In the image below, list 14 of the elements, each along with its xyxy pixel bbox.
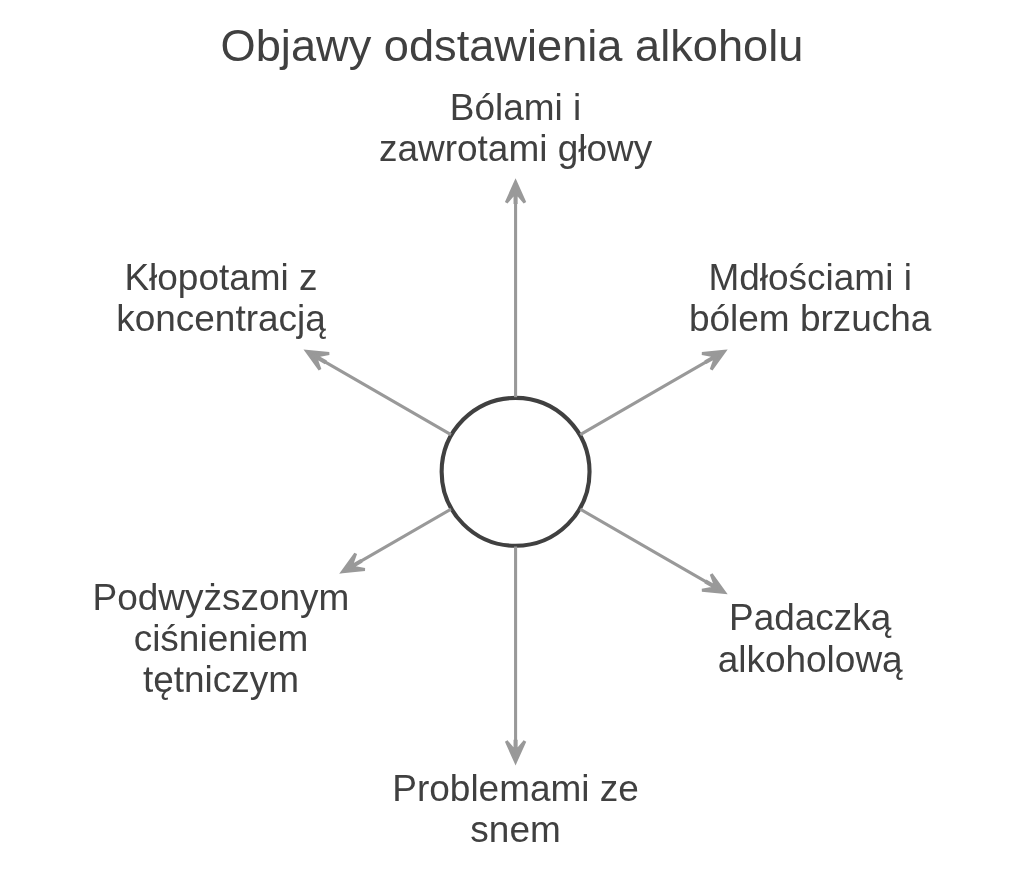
arrow (340, 507, 452, 574)
arrow (579, 507, 726, 594)
node-text: Bólami i zawrotami głowy (378, 87, 653, 170)
node-text: Padaczką alkoholową (717, 597, 903, 680)
diagram-title: Objawy odstawienia alkoholu (220, 20, 804, 72)
node-text: Problemami ze snem (392, 767, 639, 850)
arrow (579, 349, 726, 436)
node-text: Podwyższonym ciśnieniem tętniczym (92, 576, 350, 701)
arrow (504, 180, 527, 398)
node-text: Mdłościami i bólem brzucha (688, 257, 932, 340)
arrow (305, 349, 452, 436)
node-text: Kłopotami z koncentracją (116, 257, 326, 340)
node-circle (439, 395, 592, 548)
arrow (504, 546, 527, 764)
